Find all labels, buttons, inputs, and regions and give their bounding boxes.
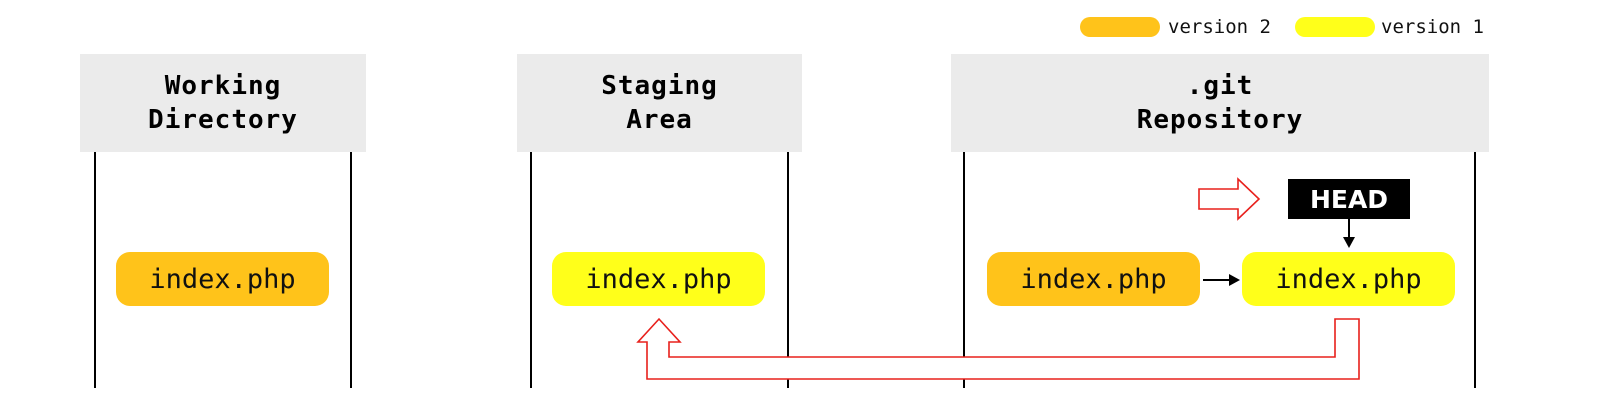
- legend-label-version-2: version 2: [1168, 16, 1271, 38]
- repository-title-line1: .git: [1186, 71, 1254, 101]
- arrow-down-icon: [1343, 219, 1355, 248]
- hollow-arrow-up-icon: [636, 317, 1360, 380]
- legend-swatch-version-2: [1080, 17, 1160, 37]
- staging-area-title-line2: Area: [626, 105, 693, 135]
- repository-commit-version-2: index.php: [987, 252, 1200, 306]
- staging-area-title-line1: Staging: [601, 71, 718, 101]
- staging-area-left-border: [530, 152, 532, 388]
- legend-label-version-1: version 1: [1381, 16, 1484, 38]
- repository-title-line2: Repository: [1136, 105, 1304, 135]
- staging-area-header: Staging Area: [517, 54, 802, 152]
- repository-commit-version-1: index.php: [1242, 252, 1455, 306]
- repository-left-border: [963, 152, 965, 388]
- repository-right-border: [1474, 152, 1476, 388]
- staging-area-file: index.php: [552, 252, 765, 306]
- working-directory-file: index.php: [116, 252, 329, 306]
- staging-area-right-border: [787, 152, 789, 388]
- arrow-right-icon: [1203, 274, 1240, 286]
- working-directory-left-border: [94, 152, 96, 388]
- head-label: HEAD: [1288, 179, 1410, 219]
- hollow-arrow-right-icon: [1198, 177, 1261, 221]
- working-directory-title-line1: Working: [164, 71, 282, 101]
- working-directory-right-border: [350, 152, 352, 388]
- legend-swatch-version-1: [1295, 17, 1375, 37]
- working-directory-title-line2: Directory: [148, 105, 298, 135]
- repository-header: .git Repository: [951, 54, 1489, 152]
- working-directory-header: Working Directory: [80, 54, 366, 152]
